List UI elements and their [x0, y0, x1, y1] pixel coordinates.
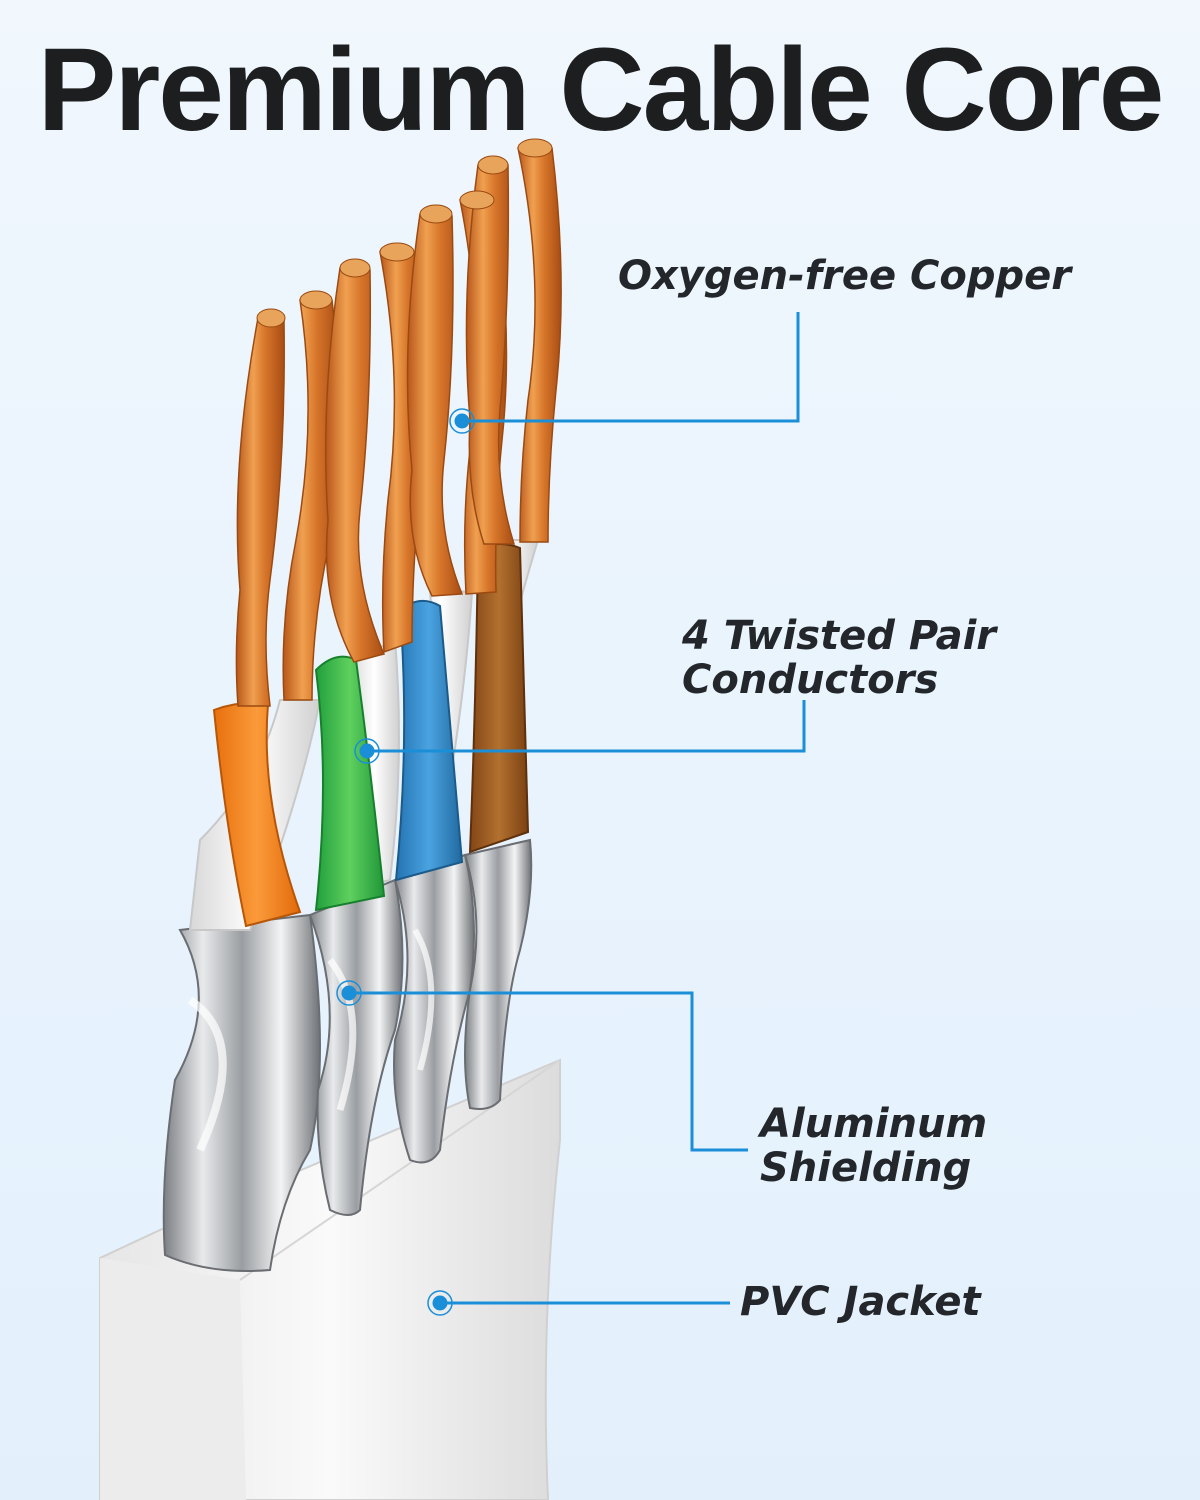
label-jacket-text: PVC Jacket [740, 1279, 981, 1325]
callout-jacket [427, 1290, 730, 1316]
callout-copper [449, 312, 800, 434]
pvc-jacket [99, 1058, 561, 1500]
twisted-pair-conductors [188, 539, 540, 931]
label-shield-line2: Shielding [760, 1145, 972, 1191]
label-pairs-line2: Conductors [682, 657, 939, 703]
callout-pairs [354, 700, 806, 764]
oxygen-free-copper [235, 138, 562, 707]
label-shield-line1: Aluminum [760, 1101, 988, 1147]
label-aluminum-shielding: Aluminum Shielding [760, 1102, 987, 1190]
aluminum-shielding [162, 838, 533, 1272]
label-pvc-jacket: PVC Jacket [740, 1280, 981, 1324]
label-pairs-line1: 4 Twisted Pair [682, 613, 997, 659]
callout-shielding [336, 980, 748, 1152]
label-oxygen-free-copper: Oxygen-free Copper [618, 254, 1071, 298]
label-copper-text: Oxygen-free Copper [618, 253, 1071, 299]
page-title: Premium Cable Core [37, 24, 1165, 156]
label-twisted-pair-conductors: 4 Twisted Pair Conductors [682, 614, 996, 702]
